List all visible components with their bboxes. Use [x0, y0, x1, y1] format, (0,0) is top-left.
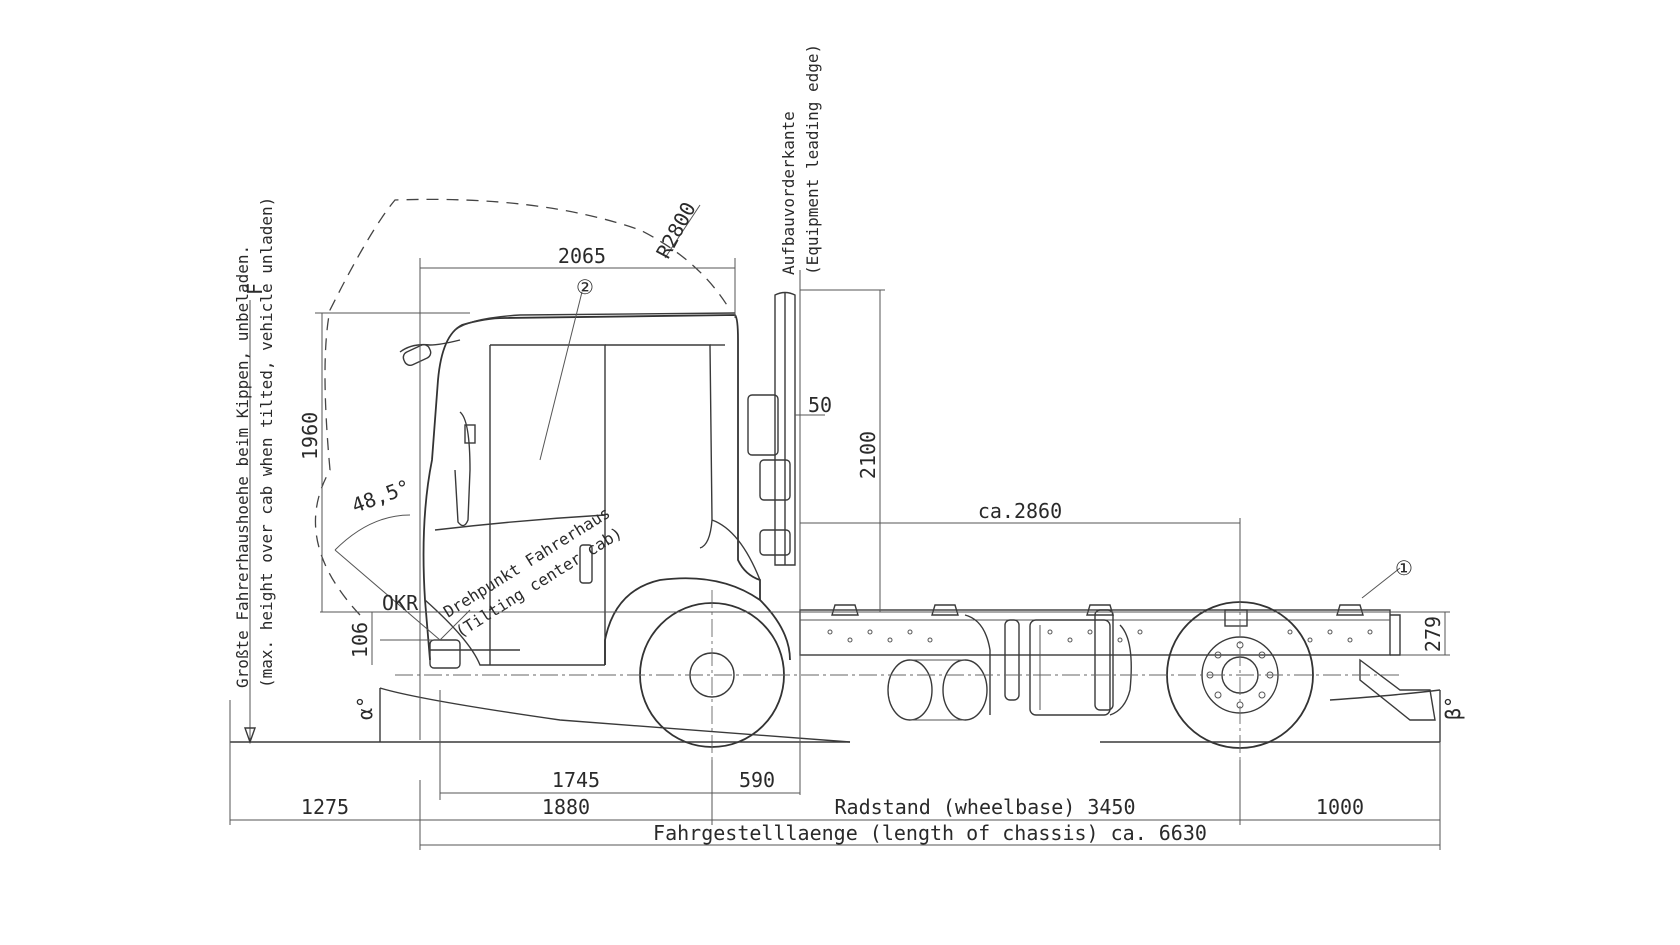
- label-frame-height: 279: [1421, 616, 1445, 652]
- marker-1: ①: [1395, 556, 1413, 580]
- label-front-overhang: 1275: [301, 795, 349, 819]
- label-equip-edge-en: (Equipment leading edge): [803, 44, 822, 275]
- label-alpha: α°: [353, 696, 377, 720]
- label-front-axle-to-center: 1880: [542, 795, 590, 819]
- label-cab-radius: R2800: [651, 198, 700, 262]
- chassis-frame: [799, 604, 1436, 721]
- label-cab-rear-dist: 590: [739, 768, 775, 792]
- reference-lines: [230, 590, 1450, 760]
- label-max-height-en: (max. height over cab when tilted, vehic…: [257, 197, 276, 688]
- fuel-tank: [1029, 609, 1132, 716]
- label-tilt-angle: 48,5°: [349, 475, 414, 518]
- label-equip-edge-de: Aufbauvorderkante: [779, 111, 798, 275]
- label-beta: β°: [1441, 696, 1465, 720]
- dimension-labels: 2065 R2800 1960 48,5° 1275 1880 1745 590…: [233, 44, 1465, 845]
- label-frame-length: ca.2860: [978, 499, 1062, 523]
- label-chassis-length: Fahrgestelllaenge (length of chassis) ca…: [653, 821, 1207, 845]
- label-rear-overhang: 1000: [1316, 795, 1364, 819]
- label-equipment-height: 2100: [856, 431, 880, 479]
- tilt-arc: [314, 198, 731, 616]
- marker-f: F: [243, 283, 267, 295]
- cab: [399, 312, 791, 669]
- label-wheelbase: Radstand (wheelbase) 3450: [834, 795, 1135, 819]
- label-cab-pivot-dist: 1745: [552, 768, 600, 792]
- label-exhaust-offset: 50: [808, 393, 832, 417]
- dimension-lines: [229, 204, 1450, 850]
- label-ground-clearance: 106: [348, 622, 372, 658]
- label-max-height-de: Großte Fahrerhaushoehe beim Kippen, unbe…: [233, 245, 252, 688]
- marker-2: ②: [576, 275, 594, 299]
- label-okr: OKR: [382, 591, 419, 615]
- exhaust-stack: [747, 291, 796, 566]
- label-cab-length: 2065: [558, 244, 606, 268]
- air-tanks: [887, 614, 1020, 721]
- label-cab-height: 1960: [298, 412, 322, 460]
